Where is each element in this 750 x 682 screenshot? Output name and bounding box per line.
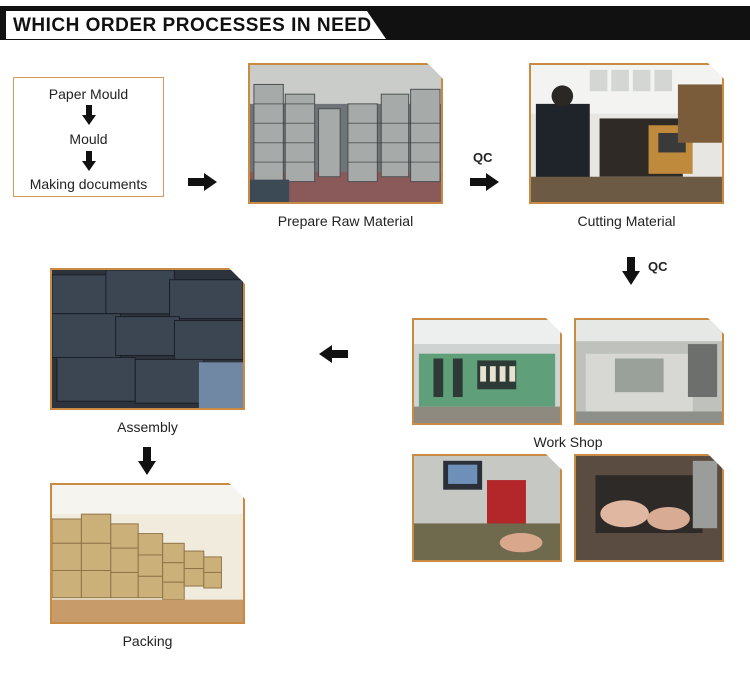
documents-box: Paper Mould Mould Making documents	[13, 77, 164, 197]
step-paper-mould: Paper Mould	[48, 86, 129, 102]
workshop-photo-3	[412, 454, 562, 562]
raw-material-photo	[248, 63, 443, 204]
assembly-photo	[50, 268, 245, 410]
workshop-photo-2	[574, 318, 724, 425]
page-title: WHICH ORDER PROCESSES IN NEED ?	[13, 15, 390, 36]
step-mould: Mould	[69, 131, 108, 147]
arrow-right-icon	[188, 173, 217, 191]
qc-label: QC	[473, 150, 493, 165]
header-title-plate	[6, 11, 386, 39]
step-making-documents: Making documents	[29, 176, 148, 192]
arrow-down-icon	[82, 105, 96, 125]
cutting-material-photo	[529, 63, 724, 204]
workshop-photo-4	[574, 454, 724, 562]
header-banner-right	[386, 11, 750, 40]
qc-label: QC	[648, 259, 668, 274]
arrow-down-icon	[82, 151, 96, 171]
packing-photo	[50, 483, 245, 624]
packing-caption: Packing	[122, 633, 173, 649]
workshop-caption: Work Shop	[533, 434, 603, 450]
arrow-down-icon	[622, 257, 640, 285]
workshop-photo-1	[412, 318, 562, 425]
arrow-down-icon	[138, 447, 156, 475]
cutting-material-caption: Cutting Material	[577, 213, 676, 229]
raw-material-caption: Prepare Raw Material	[277, 213, 414, 229]
arrow-right-icon	[470, 173, 499, 191]
arrow-left-icon	[319, 345, 348, 363]
assembly-caption: Assembly	[117, 419, 178, 435]
